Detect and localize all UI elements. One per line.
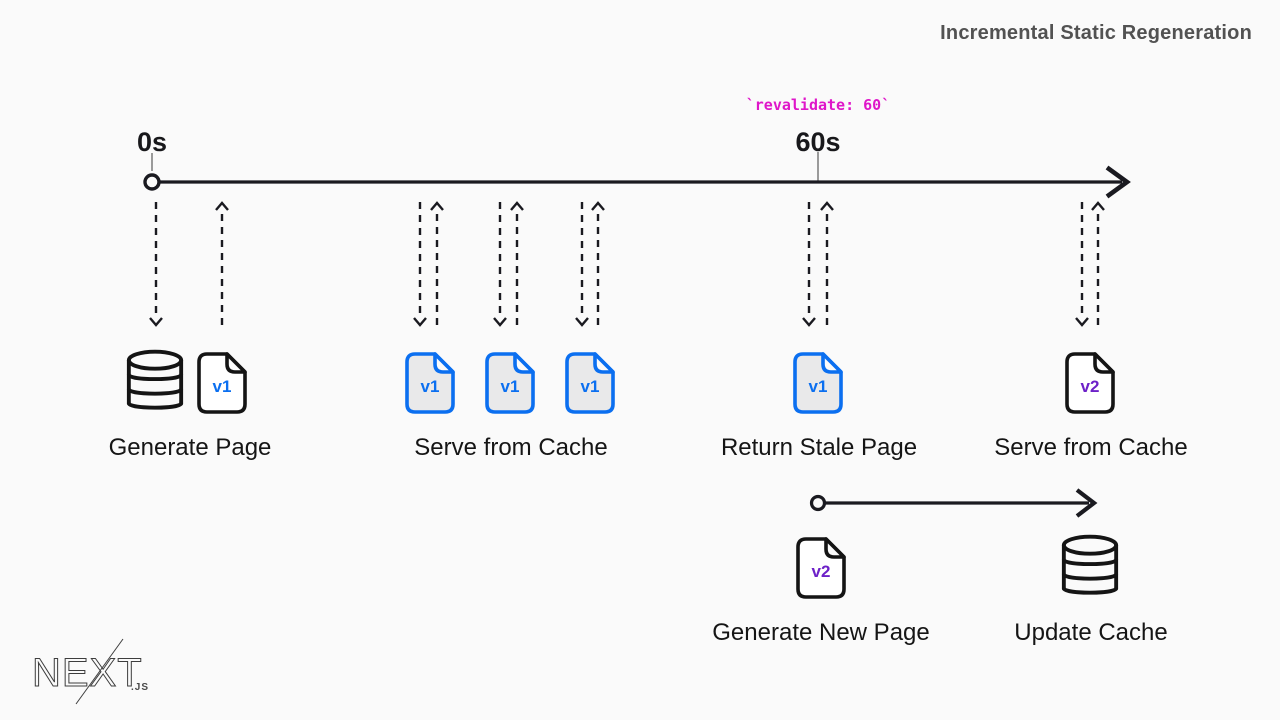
file-version: v1 bbox=[212, 377, 232, 396]
page-title: Incremental Static Regeneration bbox=[940, 22, 1252, 44]
file-version: v2 bbox=[811, 562, 831, 581]
arrow-down-icon bbox=[493, 202, 507, 327]
response-arrows-up bbox=[215, 201, 1105, 331]
step-label-return-stale-page: Return Stale Page bbox=[720, 434, 918, 461]
arrow-up-icon bbox=[510, 201, 524, 331]
file-version: v1 bbox=[420, 377, 440, 396]
arrow-up-icon bbox=[820, 201, 834, 331]
arrow-up-icon bbox=[215, 201, 229, 331]
logo-diagonal bbox=[75, 638, 124, 705]
file-icon: v1 bbox=[403, 351, 457, 415]
file-icon: v1 bbox=[563, 351, 617, 415]
regeneration-arrow bbox=[809, 488, 1098, 518]
file-icon: v1 bbox=[195, 351, 249, 415]
arrow-down-icon bbox=[149, 202, 163, 327]
arrow-up-icon bbox=[430, 201, 444, 331]
file-icon: v2 bbox=[794, 536, 848, 600]
step-label-serve-from-cache-2: Serve from Cache bbox=[994, 434, 1188, 461]
revalidate-code-annotation: `revalidate: 60` bbox=[745, 96, 891, 114]
arrow-down-icon bbox=[802, 202, 816, 327]
step-label-update-cache: Update Cache bbox=[1014, 619, 1168, 646]
database-icon bbox=[124, 349, 186, 420]
regeneration-origin-dot bbox=[809, 494, 827, 512]
arrow-up-icon bbox=[591, 201, 605, 331]
file-version: v1 bbox=[500, 377, 520, 396]
file-icon: v1 bbox=[483, 351, 537, 415]
file-version: v1 bbox=[808, 377, 828, 396]
file-icon: v1 bbox=[791, 351, 845, 415]
step-label-generate-page: Generate Page bbox=[108, 434, 272, 461]
step-label-serve-from-cache: Serve from Cache bbox=[414, 434, 608, 461]
timeline-arrowhead-icon bbox=[1105, 165, 1131, 199]
arrow-down-icon bbox=[413, 202, 427, 327]
step-label-generate-new-page: Generate New Page bbox=[712, 619, 930, 646]
file-icon: v2 bbox=[1063, 351, 1117, 415]
database-icon bbox=[1059, 534, 1121, 605]
nextjs-logo: NEXT .JS bbox=[30, 630, 150, 715]
arrow-down-icon bbox=[575, 202, 589, 327]
file-version: v2 bbox=[1080, 377, 1100, 396]
regeneration-arrowhead-icon bbox=[1075, 488, 1098, 518]
request-arrows-down bbox=[149, 202, 1089, 327]
timeline-label-0s: 0s bbox=[136, 127, 168, 157]
timeline-origin-dot bbox=[143, 173, 161, 191]
logo-wordmark: NEXT bbox=[32, 651, 143, 695]
file-version: v1 bbox=[580, 377, 600, 396]
timeline-label-60s: 60s bbox=[795, 127, 841, 157]
arrow-down-icon bbox=[1075, 202, 1089, 327]
logo-suffix: .JS bbox=[131, 682, 149, 693]
arrow-up-icon bbox=[1091, 201, 1105, 331]
timeline-arrow bbox=[143, 152, 1131, 199]
